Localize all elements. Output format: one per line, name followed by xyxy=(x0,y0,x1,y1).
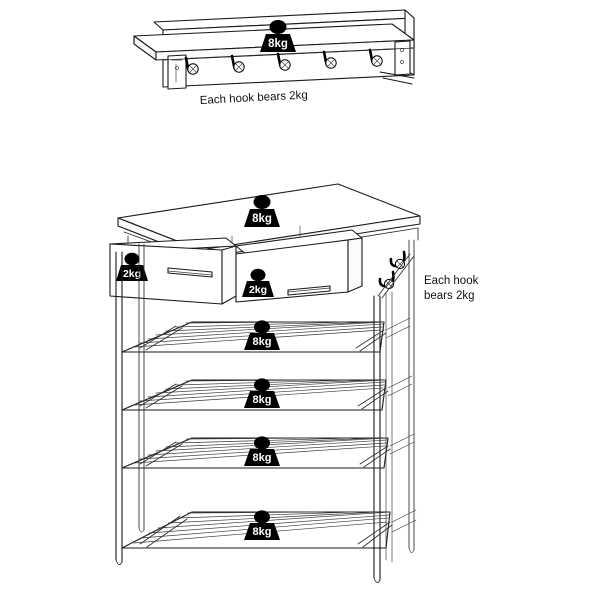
leg-front-left xyxy=(115,251,123,563)
wall-shelf-hook-5 xyxy=(368,48,383,67)
weight-label-wall-shelf: 8kg xyxy=(260,20,296,52)
weight-label-shelf-2-text: 8kg xyxy=(253,394,272,406)
drawer-right-handle[interactable] xyxy=(287,285,331,296)
cabinet-side-hook-1 xyxy=(389,250,406,270)
weight-label-shelf-3: 8kg xyxy=(244,436,280,466)
console-cabinet-unit: 2kg 2kg 8kg xyxy=(109,183,479,583)
leg-back-right xyxy=(408,239,415,551)
wall-shelf-left-screw xyxy=(175,66,179,70)
weight-label-drawer-left: 2kg xyxy=(116,252,148,281)
drawer-right-side xyxy=(347,237,363,293)
wall-shelf-hook-2 xyxy=(230,54,245,73)
foot-front-left xyxy=(115,559,123,565)
wall-shelf-hook-4 xyxy=(322,50,337,69)
wire-shelf-2: 8kg xyxy=(121,378,389,411)
wire-shelf-3-sides xyxy=(121,437,389,469)
weight-label-shelf-1-text: 8kg xyxy=(253,336,272,348)
wall-shelf-brace xyxy=(379,71,415,85)
weight-label-shelf-4: 8kg xyxy=(244,510,280,540)
wire-shelf-2-brace-right xyxy=(357,387,389,410)
drawer-left-handle-line xyxy=(167,270,213,276)
weight-label-shelf-2: 8kg xyxy=(244,378,280,408)
weight-label-cabinet-top: 8kg xyxy=(244,195,280,227)
drawer-left-side xyxy=(221,245,237,305)
cabinet-side-hook-caption-line2: bears 2kg xyxy=(424,290,475,302)
wire-shelf-4: 8kg xyxy=(121,510,393,549)
cabinet-side-hook-caption-line1: Each hook xyxy=(424,275,479,287)
drawer-left-handle[interactable] xyxy=(167,267,213,278)
cabinet-right-shelf-stubs xyxy=(385,317,417,533)
wall-shelf-caption: Each hook bears 2kg xyxy=(200,89,309,107)
weight-label-shelf-3-text: 8kg xyxy=(253,452,272,464)
weight-label-cabinet-top-text: 8kg xyxy=(252,213,272,225)
wall-shelf-hook-3 xyxy=(276,52,291,71)
wall-shelf-left-bracket xyxy=(167,54,187,90)
wire-shelf-4-brace-right xyxy=(357,521,393,548)
wall-shelf-rail xyxy=(162,47,415,61)
drawer-left[interactable]: 2kg xyxy=(109,237,237,305)
foot-back-left xyxy=(138,527,145,533)
foot-back-right xyxy=(408,547,415,553)
wire-shelf-2-sides xyxy=(121,379,387,411)
wall-shelf-hook-1 xyxy=(184,56,199,75)
wire-shelf-1-brace-left xyxy=(139,325,183,351)
wire-shelf-3-brace-right xyxy=(359,445,391,468)
weight-label-shelf-4-text: 8kg xyxy=(253,526,272,538)
wall-shelf-right-screw-2 xyxy=(400,60,404,64)
foot-front-right xyxy=(373,577,381,583)
drawer-right[interactable]: 2kg xyxy=(235,229,363,303)
wire-shelf-3: 8kg xyxy=(121,436,391,469)
wire-shelf-2-brace-left xyxy=(139,383,183,409)
wire-shelf-1-brace-right xyxy=(355,329,387,352)
weight-label-drawer-right: 2kg xyxy=(242,268,274,297)
wire-shelf-1-sides xyxy=(121,321,385,353)
wire-shelf-4-sides xyxy=(121,511,391,549)
leg-back-left xyxy=(138,243,145,531)
wire-shelf-1: 8kg xyxy=(121,320,387,353)
weight-label-drawer-right-text: 2kg xyxy=(249,284,267,296)
drawer-right-handle-line xyxy=(287,287,331,293)
wall-shelf-right-bracket xyxy=(394,40,411,76)
wall-shelf-unit: 8kg Each hook bears 2kg xyxy=(133,9,415,107)
weight-label-shelf-1: 8kg xyxy=(244,320,280,350)
weight-label-drawer-left-text: 2kg xyxy=(123,268,141,280)
wire-shelf-4-brace-left xyxy=(139,515,188,548)
weight-label-wall-shelf-text: 8kg xyxy=(268,38,288,50)
wire-shelf-3-brace-left xyxy=(139,441,183,467)
